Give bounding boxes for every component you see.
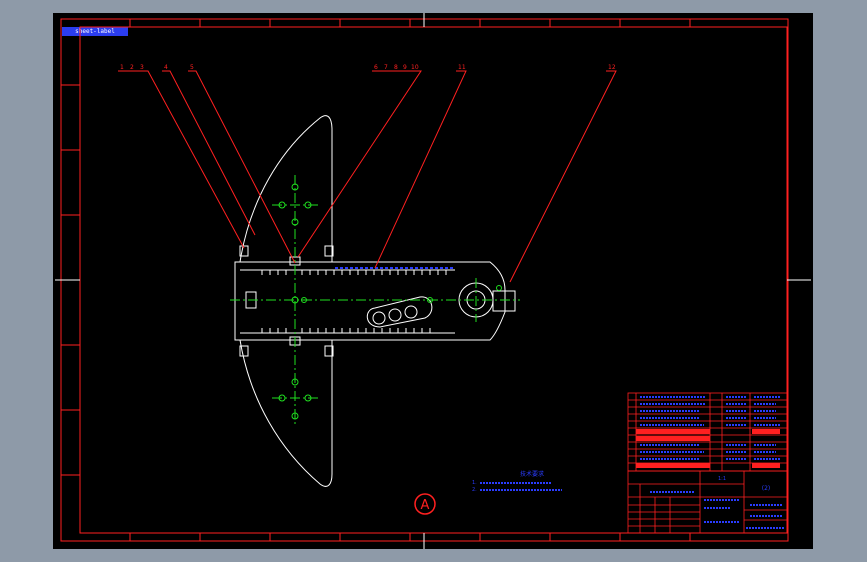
- scale-ticks: [261, 270, 447, 333]
- parts-list-highlight-5: [752, 463, 780, 468]
- jaw-holes: [278, 183, 502, 420]
- parts-list-highlight-1: [636, 429, 710, 434]
- link-hole-2: [388, 308, 402, 322]
- view-label: A: [421, 498, 430, 513]
- callout-11: 11: [458, 64, 466, 71]
- callout-7: 7: [384, 64, 388, 71]
- parts-list-table: [627, 392, 788, 472]
- parts-list-highlight-3: [636, 463, 710, 468]
- callout-5: 5: [190, 64, 194, 71]
- note-2: 2.: [472, 487, 477, 493]
- link-arm-outline: [366, 296, 433, 328]
- notes-title: 技术要求: [520, 470, 544, 478]
- title-block: [627, 470, 788, 534]
- callout-1: 1: [120, 64, 124, 71]
- parts-list-highlight-4: [752, 429, 780, 434]
- title-block-sheet: (2): [762, 485, 771, 492]
- frame-zone-ticks: [61, 19, 788, 541]
- link-hole-3: [404, 305, 418, 319]
- main-bar-outline: [234, 261, 506, 341]
- parts-list-highlight-2: [636, 436, 710, 441]
- callout-9: 9: [403, 64, 407, 71]
- note-1: 1.: [472, 480, 477, 486]
- parts-list-entries: [640, 396, 780, 460]
- pivot-clevis: [492, 290, 516, 312]
- centerlines: [230, 175, 520, 425]
- callout-8: 8: [394, 64, 398, 71]
- callout-3: 3: [140, 64, 144, 71]
- upper-jaw-outline: [239, 115, 333, 263]
- view-label-circle: [414, 493, 436, 515]
- lower-jaw-outline: [239, 339, 333, 487]
- notes-lines: 1. 2.: [472, 480, 562, 493]
- callout-2: 2: [130, 64, 134, 71]
- callout-12: 12: [608, 64, 616, 71]
- title-block-scale: 1:1: [718, 476, 726, 482]
- centering-marks: [55, 13, 811, 549]
- title-block-entries: [650, 491, 784, 529]
- link-hole-1: [372, 311, 386, 325]
- callout-numbers: 1 2 3 4 5 6 7 8 9 10 11 12: [120, 64, 616, 71]
- callout-leaders: [118, 70, 617, 283]
- file-tag: sheet-label: [62, 27, 128, 36]
- callout-6: 6: [374, 64, 378, 71]
- callout-10: 10: [411, 64, 419, 71]
- callout-4: 4: [164, 64, 168, 71]
